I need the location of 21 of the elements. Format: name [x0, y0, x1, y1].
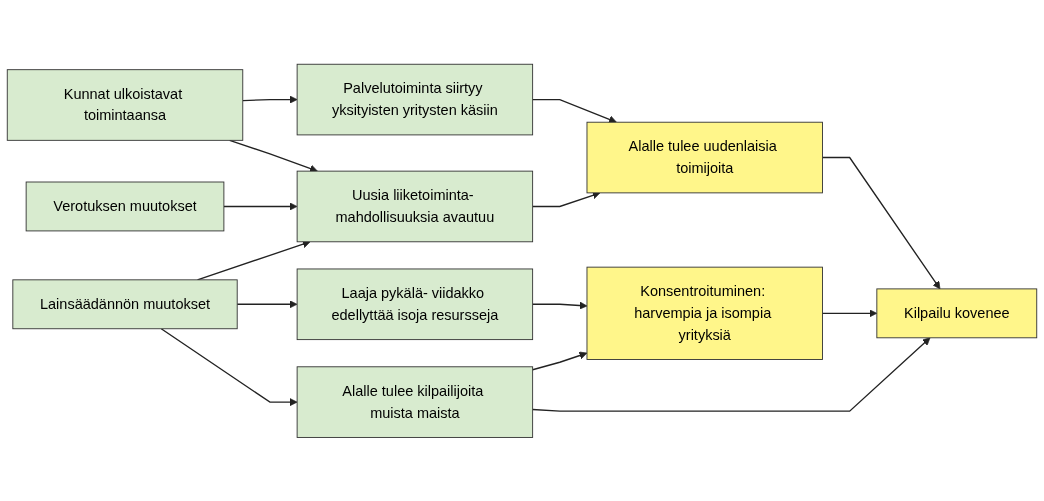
node-box: Kunnat ulkoistavat toimintaansa — [6, 68, 244, 141]
arrow — [531, 301, 588, 310]
node-box: Palvelutoiminta siirtyy yksityisten yritysten käsiin — [296, 63, 534, 135]
arrow — [821, 309, 878, 317]
node-box: Alalle tulee kilpailijoita muista maista — [296, 366, 534, 438]
node-box: Kilpailu kovenee — [876, 288, 1038, 338]
arrow — [531, 98, 617, 123]
node-box: Laaja pykälä- viidakko edellyttää isoja resursseja — [296, 268, 534, 340]
arrow — [223, 202, 298, 211]
arrow — [531, 191, 601, 207]
arrow — [821, 156, 941, 289]
arrow — [160, 327, 298, 406]
arrow — [236, 299, 298, 308]
node-box: Konsentroituminen: harvempia ja isompia yrityksiä — [586, 266, 823, 360]
arrow — [242, 95, 298, 104]
node-box: Uusia liiketoiminta- mahdollisuuksia avautuu — [296, 170, 534, 242]
node-box: Lainsäädännön muutokset — [12, 279, 238, 329]
arrow — [531, 351, 588, 371]
node-box: Verotuksen muutokset — [25, 181, 225, 232]
node-box: Alalle tulee uudenlaisia toimijoita — [586, 121, 823, 193]
arrow — [531, 337, 931, 412]
